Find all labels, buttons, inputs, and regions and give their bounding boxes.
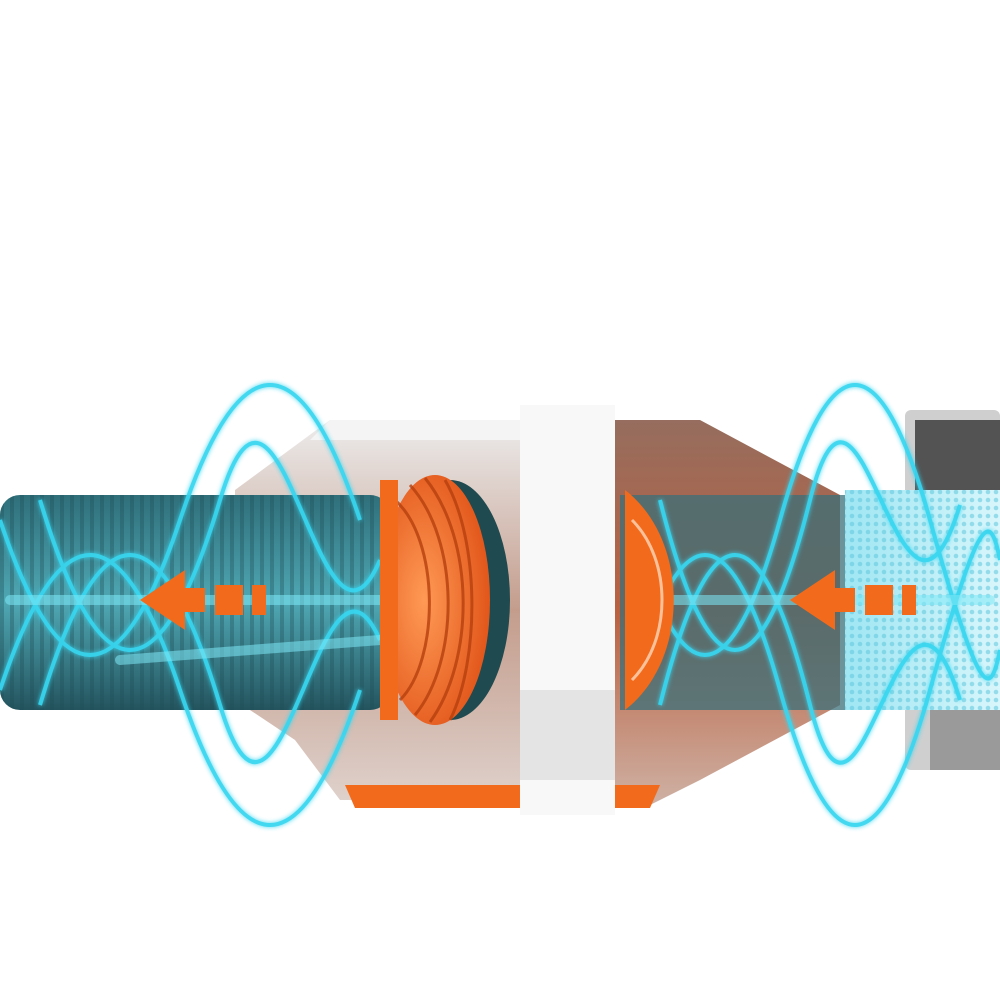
- airflow-helix: [0, 383, 1000, 827]
- impeller: [380, 475, 510, 725]
- inlet-arrow-icon: [790, 570, 916, 630]
- inlet-cone: [625, 490, 674, 710]
- outlet-arrow-icon: [140, 570, 266, 630]
